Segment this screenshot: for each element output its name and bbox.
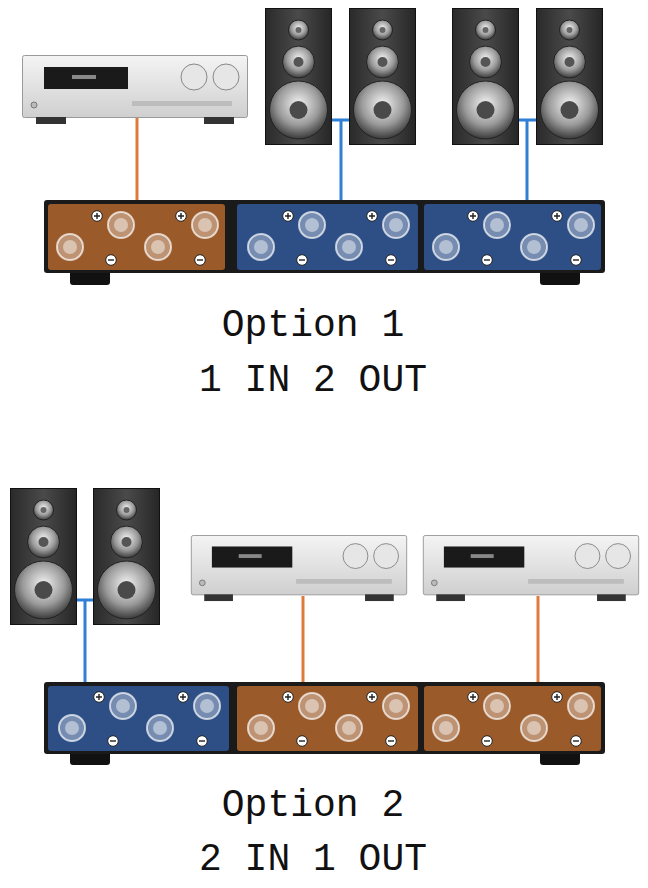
amplifier — [423, 535, 638, 601]
binding-posts — [57, 211, 218, 266]
amp-wire — [136, 118, 139, 202]
input-panel — [424, 686, 601, 751]
input-panel — [48, 204, 225, 270]
option-title: Option 2 — [222, 785, 404, 827]
option-subtitle: 1 IN 2 OUT — [199, 360, 427, 402]
speaker-wire — [518, 120, 536, 204]
option-title: Option 1 — [222, 305, 404, 347]
speaker-wire — [332, 120, 349, 204]
input-panel — [237, 686, 418, 751]
amplifier — [191, 535, 406, 601]
binding-posts — [248, 211, 409, 266]
amplifier — [23, 56, 248, 125]
binding-posts — [248, 692, 409, 747]
speaker — [266, 9, 332, 145]
option-1-illustration — [23, 9, 606, 286]
speaker — [453, 9, 519, 145]
binding-posts — [433, 692, 594, 747]
switch-box — [44, 200, 605, 273]
output-panel — [48, 686, 229, 751]
switch-box — [44, 682, 605, 754]
output-panel — [424, 204, 601, 270]
binding-posts — [433, 211, 594, 266]
amp-wire — [302, 596, 305, 686]
speaker — [11, 489, 77, 625]
speaker — [537, 9, 603, 145]
output-panel — [237, 204, 418, 270]
speaker — [94, 489, 160, 625]
speaker — [350, 9, 416, 145]
binding-posts — [59, 692, 220, 747]
amp-wire — [537, 596, 540, 686]
option-2-illustration — [11, 489, 639, 766]
speaker-wire — [77, 600, 93, 686]
option-subtitle: 2 IN 1 OUT — [199, 839, 427, 881]
